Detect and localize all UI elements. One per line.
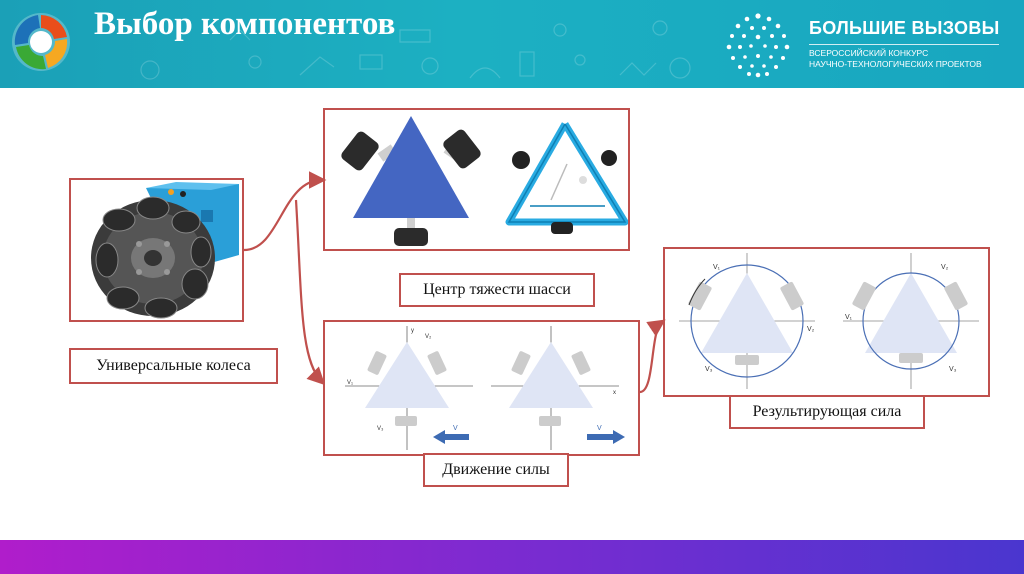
resultant-force-diagram: V₁ V₂ V₃ V₁ V₂ V₃	[679, 253, 979, 389]
brand-divider	[809, 44, 999, 45]
label-force-movement: Движение силы	[423, 453, 569, 487]
slide-title: Выбор компонентов	[94, 6, 396, 42]
resultant-v2-label-right: V₂	[941, 264, 949, 271]
chassis-illustration	[341, 116, 628, 246]
resultant-diagram-left: V₁ V₂ V₃	[679, 253, 815, 389]
arrow-wheels-to-chassis	[243, 171, 327, 252]
force-diagram-left: y V₁ V₂ V₃ V	[345, 326, 473, 450]
arrow-wheels-to-force	[294, 199, 326, 386]
organization-logo-icon	[12, 13, 70, 71]
header-doodles	[140, 20, 691, 80]
resultant-v2-label: V₂	[807, 326, 815, 333]
chassis-photo	[505, 122, 628, 234]
resultant-force-box: V₁ V₂ V₃ V₁ V₂ V₃	[663, 247, 990, 397]
brand-logo-icon	[726, 13, 790, 78]
label-center-of-gravity: Центр тяжести шасси	[399, 273, 595, 307]
velocity-label-left: V	[453, 425, 458, 432]
force-diagram-right: x V	[491, 326, 625, 450]
brand-block: БОЛЬШИЕ ВЫЗОВЫ ВСЕРОССИЙСКИЙ КОНКУРС НАУ…	[725, 12, 1015, 78]
brand-name: БОЛЬШИЕ ВЫЗОВЫ	[809, 18, 1000, 38]
resultant-diagram-right: V₁ V₂ V₃	[843, 253, 979, 389]
arrow-force-to-resultant	[639, 319, 666, 394]
resultant-v1-label: V₁	[713, 264, 721, 271]
chassis-image-box	[323, 108, 630, 251]
axis-y-label: y	[411, 328, 414, 334]
brand-subtitle-line1: ВСЕРОССИЙСКИЙ КОНКУРС	[809, 48, 929, 58]
brand-subtitle: ВСЕРОССИЙСКИЙ КОНКУРС НАУЧНО-ТЕХНОЛОГИЧЕ…	[809, 48, 982, 70]
label-universal-wheels: Универсальные колеса	[69, 348, 278, 384]
chassis-schematic	[341, 116, 481, 246]
v2-label: V₂	[425, 334, 432, 340]
force-movement-box: y V₁ V₂ V₃ V x V	[323, 320, 640, 456]
force-movement-diagram: y V₁ V₂ V₃ V x V	[345, 326, 625, 450]
resultant-v3-label: V₃	[705, 366, 713, 373]
footer-bar	[0, 540, 1024, 574]
label-resultant-force: Результирующая сила	[729, 395, 925, 429]
brand-subtitle-line2: НАУЧНО-ТЕХНОЛОГИЧЕСКИХ ПРОЕКТОВ	[809, 59, 982, 69]
axis-x-label: x	[613, 390, 616, 396]
slide-header: Выбор компонентов БОЛЬШИЕ ВЫЗОВЫ ВСЕРОСС…	[0, 0, 1024, 88]
omni-wheel-illustration	[91, 182, 239, 319]
v1-label: V₁	[347, 380, 353, 386]
velocity-label-right: V	[597, 425, 602, 432]
omni-wheel-image-box	[69, 178, 244, 322]
resultant-v3-label-right: V₃	[949, 366, 957, 373]
resultant-v1-label-right: V₁	[845, 314, 853, 321]
v3-label: V₃	[377, 426, 384, 432]
